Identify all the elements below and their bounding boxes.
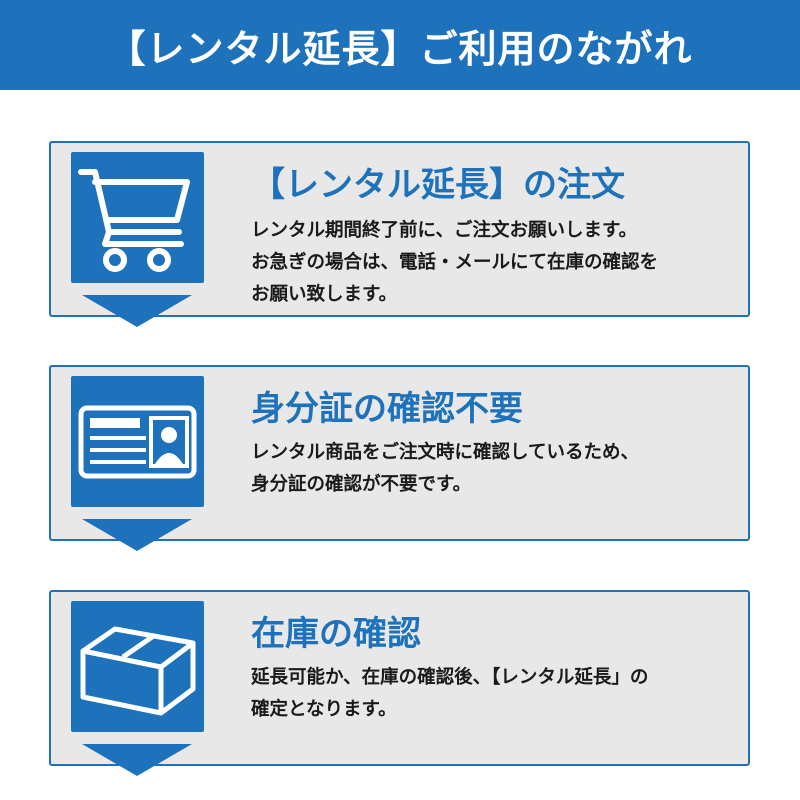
description-line: お願い致します。 — [251, 284, 398, 305]
step-icon-box — [71, 152, 204, 283]
id-card-icon — [78, 405, 197, 479]
step-stock-check: 在庫の確認 延長可能か、在庫の確認後、【レンタル延長」の 確定となります。 — [49, 590, 750, 776]
header-banner: 【レンタル延長】ご利用のながれ — [0, 0, 800, 90]
description-line: レンタル期間終了前に、ご注文お願いします。 — [251, 220, 638, 241]
step-title: 【レンタル延長】の注文 — [251, 165, 625, 205]
step-arrow — [82, 744, 192, 776]
package-box-icon — [80, 626, 196, 716]
description-line: 身分証の確認が不要です。 — [251, 474, 472, 495]
shopping-cart-icon — [78, 169, 190, 272]
step-icon-box — [71, 601, 204, 732]
step-arrow — [82, 519, 192, 551]
step-order: 【レンタル延長】の注文 レンタル期間終了前に、ご注文お願いします。 お急ぎの場合… — [49, 141, 750, 327]
step-icon-box — [71, 376, 204, 507]
step-arrow — [82, 295, 192, 327]
step-title: 身分証の確認不要 — [251, 389, 523, 429]
step-description: レンタル期間終了前に、ご注文お願いします。 お急ぎの場合は、電話・メールにて在庫… — [251, 215, 658, 311]
step-title: 在庫の確認 — [251, 614, 421, 654]
description-line: レンタル商品をご注文時に確認しているため、 — [251, 442, 639, 463]
step-description: 延長可能か、在庫の確認後、【レンタル延長」の 確定となります。 — [251, 662, 648, 726]
page-title: 【レンタル延長】ご利用のながれ — [107, 26, 693, 71]
description-line: お急ぎの場合は、電話・メールにて在庫の確認を — [251, 252, 659, 273]
description-line: 確定となります。 — [251, 699, 397, 720]
step-id-check: 身分証の確認不要 レンタル商品をご注文時に確認しているため、 身分証の確認が不要… — [49, 365, 750, 551]
description-line: 延長可能か、在庫の確認後、【レンタル延長」の — [251, 667, 649, 688]
step-description: レンタル商品をご注文時に確認しているため、 身分証の確認が不要です。 — [251, 437, 639, 501]
